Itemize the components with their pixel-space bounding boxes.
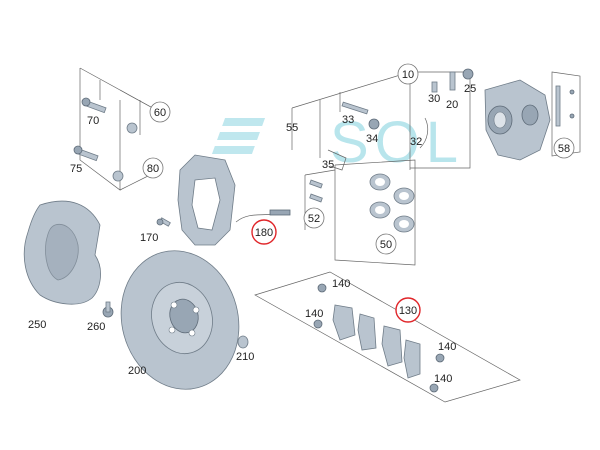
bolt-75 [73, 145, 99, 162]
cap-30 [431, 81, 438, 93]
group-60-box [79, 67, 161, 191]
callout-60[interactable]: 60 [154, 107, 166, 119]
callout-50[interactable]: 50 [380, 239, 392, 251]
callout-260[interactable]: 260 [87, 321, 105, 333]
callout-210[interactable]: 210 [236, 351, 254, 363]
bolt-260 [102, 301, 114, 318]
spring-35 [327, 149, 347, 171]
brake-disc [120, 250, 240, 390]
brake-pads [332, 304, 421, 379]
callout-32[interactable]: 32 [410, 136, 422, 148]
callout-140-bottom[interactable]: 140 [434, 373, 452, 385]
callout-20[interactable]: 20 [446, 99, 458, 111]
callout-80[interactable]: 80 [147, 163, 159, 175]
callout-170[interactable]: 170 [140, 232, 158, 244]
callout-130-circle [395, 297, 421, 323]
callout-250[interactable]: 250 [28, 319, 46, 331]
callout-75[interactable]: 75 [70, 163, 82, 175]
callout-130[interactable]: 130 [399, 305, 417, 317]
bolt-170 [156, 217, 171, 227]
callout-52-circle [303, 207, 325, 229]
callout-55[interactable]: 55 [286, 122, 298, 134]
bolts-140 [313, 283, 445, 393]
callout-52[interactable]: 52 [308, 213, 320, 225]
callout-70[interactable]: 70 [87, 115, 99, 127]
callout-35[interactable]: 35 [322, 159, 334, 171]
callout-10-circle [397, 63, 419, 85]
nut-60 [126, 122, 138, 134]
callout-140-left[interactable]: 140 [305, 308, 323, 320]
bleeder-20 [449, 71, 456, 91]
callout-140-right[interactable]: 140 [438, 341, 456, 353]
group-130-box [254, 271, 521, 403]
callout-140-top[interactable]: 140 [332, 278, 350, 290]
caliper-carrier [177, 154, 236, 246]
guide-58 [555, 85, 575, 127]
callout-34[interactable]: 34 [366, 133, 378, 145]
wear-sensor [235, 209, 291, 223]
seal-rings [369, 173, 415, 233]
callout-200[interactable]: 200 [128, 365, 146, 377]
dust-shield [23, 200, 101, 305]
callout-60-circle [149, 101, 171, 123]
cap-25 [462, 68, 474, 80]
callout-180[interactable]: 180 [255, 227, 273, 239]
group-58-box [551, 71, 581, 157]
nut-80 [112, 170, 124, 182]
watermark: SOL [211, 110, 458, 175]
callout-10[interactable]: 10 [402, 69, 414, 81]
pin-33 [341, 101, 369, 115]
caliper-housing [484, 79, 551, 161]
clip-32 [419, 117, 429, 149]
bolt-34 [368, 118, 380, 130]
callout-58-circle [553, 137, 575, 159]
callout-25[interactable]: 25 [464, 83, 476, 95]
callout-33[interactable]: 33 [342, 114, 354, 126]
pins-52 [309, 179, 323, 203]
callout-180-circle [251, 219, 277, 245]
callout-50-circle [375, 233, 397, 255]
screw-210 [237, 335, 249, 349]
callout-80-circle [142, 157, 164, 179]
callout-30[interactable]: 30 [428, 93, 440, 105]
bolt-70 [81, 97, 107, 114]
callout-58[interactable]: 58 [558, 143, 570, 155]
